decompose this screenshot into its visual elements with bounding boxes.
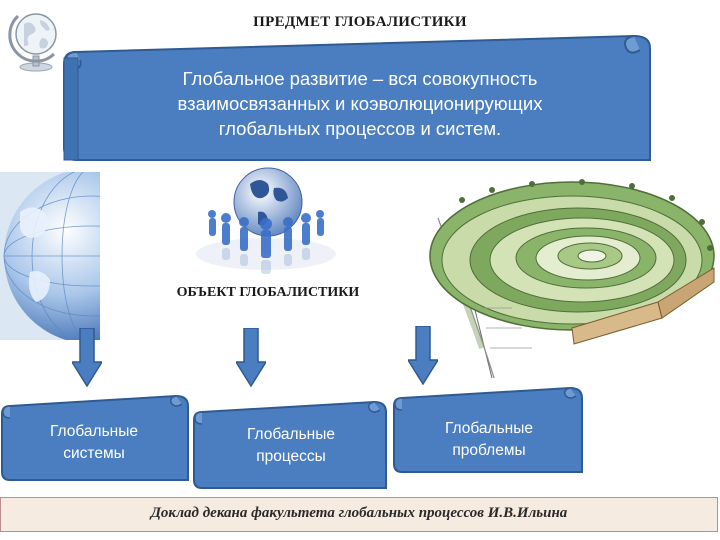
definition-line-3: глобальных процессов и систем. — [218, 118, 502, 139]
definition-scroll-banner — [63, 34, 651, 161]
down-arrow-icon — [408, 326, 438, 386]
down-arrow-icon — [236, 328, 266, 388]
systems-box-label: Глобальные системы — [14, 421, 174, 465]
definition-text: Глобальное развитие – вся совокупность в… — [95, 66, 625, 141]
systems-line-2: системы — [63, 445, 125, 462]
processes-line-2: процессы — [256, 448, 326, 465]
definition-line-2: взаимосвязанных и коэволюционирующих — [177, 93, 543, 114]
problems-scroll-box — [393, 386, 583, 473]
systems-scroll-box — [1, 394, 189, 481]
down-arrow-icon — [72, 328, 102, 388]
definition-line-1: Глобальное развитие – вся совокупность — [182, 68, 538, 89]
people-globe-illustration — [188, 162, 344, 280]
processes-line-1: Глобальные — [247, 426, 335, 443]
footer-text: Доклад декана факультета глобальных проц… — [150, 505, 568, 521]
problems-line-1: Глобальные — [445, 420, 533, 437]
systems-line-1: Глобальные — [50, 423, 138, 440]
object-label: ОБЪЕКТ ГЛОБАЛИСТИКИ — [176, 285, 360, 300]
globe-illustration — [0, 172, 100, 340]
geologic-time-spiral-illustration — [429, 179, 715, 379]
processes-scroll-box — [193, 400, 387, 489]
page-title: ПРЕДМЕТ ГЛОБАЛИСТИКИ — [253, 14, 467, 30]
problems-line-2: проблемы — [452, 442, 526, 459]
globe-icon — [8, 13, 57, 72]
footer-bar — [0, 497, 718, 532]
problems-box-label: Глобальные проблемы — [408, 418, 570, 462]
processes-box-label: Глобальные процессы — [208, 424, 374, 468]
